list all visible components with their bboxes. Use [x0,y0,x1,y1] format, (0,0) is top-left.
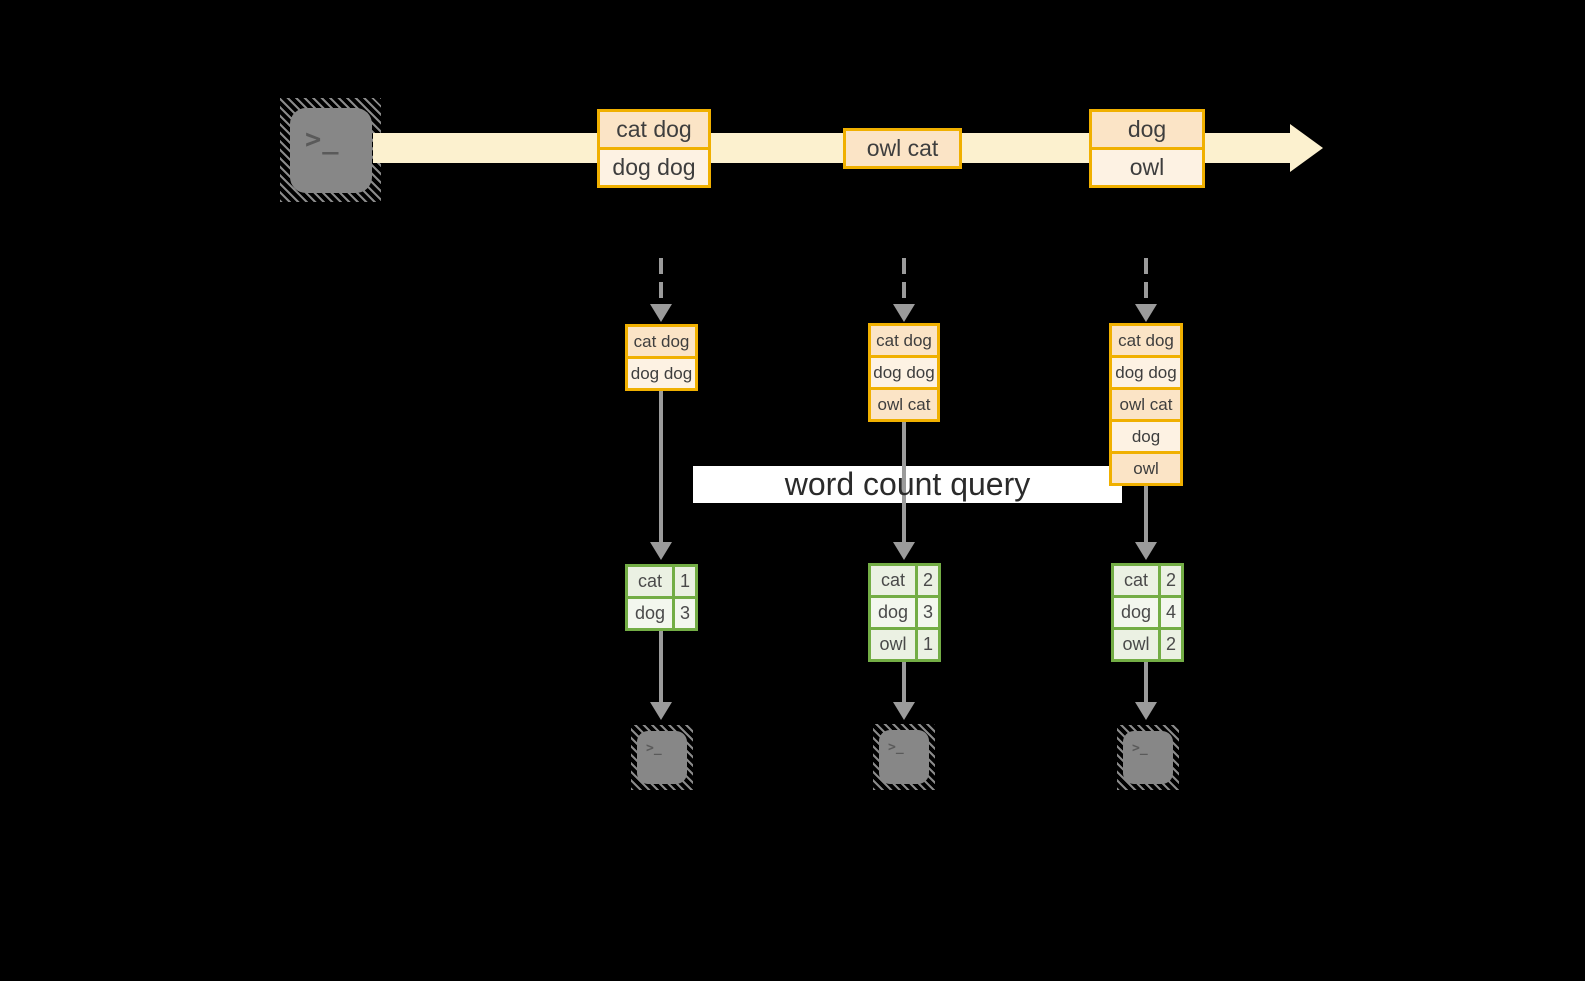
stream-record-box-3: dog owl [1089,109,1205,188]
state-record: owl cat [871,390,937,419]
stream-record-box-1: cat dog dog dog [597,109,711,188]
arrowhead-icon [1135,542,1157,560]
arrow-shaft [659,391,663,542]
stream-record: dog dog [600,150,708,185]
count-value-cell: 4 [1161,598,1181,627]
count-table-1: cat 1 dog 3 [625,564,698,631]
count-word-cell: cat [871,566,915,595]
stream-record: cat dog [600,112,708,147]
dashed-arrowhead-icon [650,304,672,322]
arrow-shaft [902,422,906,542]
sink-terminal-icon: >_ [1117,725,1179,790]
terminal-icon-body: >_ [290,108,372,193]
dashed-arrow-shaft [1144,258,1148,306]
source-terminal-icon: >_ [280,98,381,202]
stream-record: dog [1092,112,1202,147]
count-word-cell: cat [1114,566,1158,595]
count-value-cell: 3 [675,599,695,628]
state-record: dog dog [628,359,695,388]
stream-record: owl [1092,150,1202,185]
arrow-shaft [659,631,663,702]
state-record: owl [1112,454,1180,483]
dashed-arrowhead-icon [893,304,915,322]
arrowhead-icon [650,542,672,560]
count-table-3: cat 2 dog 4 owl 2 [1111,563,1184,662]
sink-terminal-icon: >_ [873,724,935,790]
state-box-2: cat dog dog dog owl cat [868,323,940,422]
count-word-cell: dog [871,598,915,627]
state-record: cat dog [628,327,695,356]
state-record: owl cat [1112,390,1180,419]
state-box-3: cat dog dog dog owl cat dog owl [1109,323,1183,486]
count-value-cell: 3 [918,598,938,627]
terminal-icon-body: >_ [1123,731,1173,784]
terminal-prompt-glyph: >_ [646,741,662,756]
state-record: cat dog [1112,326,1180,355]
arrowhead-icon [893,702,915,720]
terminal-prompt-glyph: >_ [1132,741,1148,756]
sink-terminal-icon: >_ [631,725,693,790]
count-value-cell: 2 [918,566,938,595]
count-value-cell: 2 [1161,630,1181,659]
count-word-cell: dog [628,599,672,628]
state-record: dog dog [1112,358,1180,387]
stream-record-box-2: owl cat [843,128,962,169]
count-word-cell: dog [1114,598,1158,627]
count-word-cell: cat [628,567,672,596]
arrowhead-icon [1135,702,1157,720]
arrowhead-icon [893,542,915,560]
state-record: dog dog [871,358,937,387]
arrowhead-icon [650,702,672,720]
state-box-1: cat dog dog dog [625,324,698,391]
stream-arrowhead-icon [1290,124,1323,172]
stream-record: owl cat [846,131,959,166]
terminal-icon-body: >_ [879,730,929,784]
arrow-shaft [1144,662,1148,702]
state-record: cat dog [871,326,937,355]
state-record: dog [1112,422,1180,451]
arrow-shaft [902,662,906,702]
dashed-arrow-shaft [659,258,663,306]
count-value-cell: 1 [918,630,938,659]
count-table-2: cat 2 dog 3 owl 1 [868,563,941,662]
count-word-cell: owl [1114,630,1158,659]
arrow-shaft [1144,486,1148,542]
terminal-prompt-glyph: >_ [305,124,340,155]
query-label-background [693,466,1122,503]
dashed-arrowhead-icon [1135,304,1157,322]
count-word-cell: owl [871,630,915,659]
terminal-prompt-glyph: >_ [888,740,904,755]
word-count-query-label: word count query [784,466,1031,502]
dashed-arrow-shaft [902,258,906,306]
count-value-cell: 2 [1161,566,1181,595]
count-value-cell: 1 [675,567,695,596]
terminal-icon-body: >_ [637,731,687,784]
